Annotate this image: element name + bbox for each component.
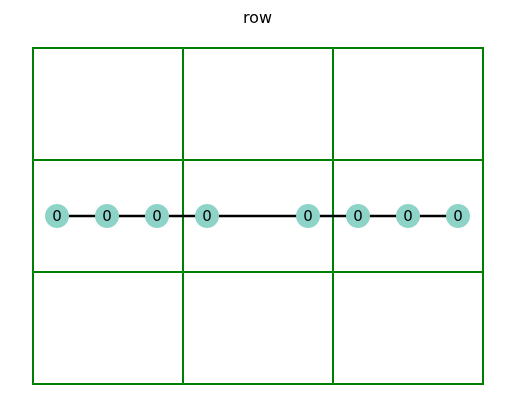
node-n5: 0 [346,204,370,228]
node-label: 0 [52,207,62,225]
grid-cell-r2-c2 [332,271,484,385]
node-n1: 0 [95,204,119,228]
node-label: 0 [202,207,212,225]
node-n6: 0 [396,204,420,228]
node-circle [195,204,219,228]
grid-cell-r0-c2 [332,47,484,161]
node-label: 0 [303,207,313,225]
node-layer: 0 0 0 0 0 0 0 0 [45,204,470,228]
node-n3: 0 [195,204,219,228]
grid-layer [32,47,484,385]
diagram-title: row [242,8,273,27]
node-label: 0 [353,207,363,225]
node-circle [346,204,370,228]
grid-cell-r2-c1 [182,271,334,385]
node-circle [296,204,320,228]
node-circle [446,204,470,228]
grid-cell-r0-c1 [182,47,334,161]
node-circle [95,204,119,228]
node-n0: 0 [45,204,69,228]
node-circle [396,204,420,228]
node-label: 0 [152,207,162,225]
node-n4: 0 [296,204,320,228]
node-label: 0 [403,207,413,225]
node-circle [45,204,69,228]
node-label: 0 [102,207,112,225]
grid-cell-r2-c0 [32,271,184,385]
node-label: 0 [453,207,463,225]
grid-cell-r0-c0 [32,47,184,161]
node-n7: 0 [446,204,470,228]
node-circle [145,204,169,228]
node-n2: 0 [145,204,169,228]
